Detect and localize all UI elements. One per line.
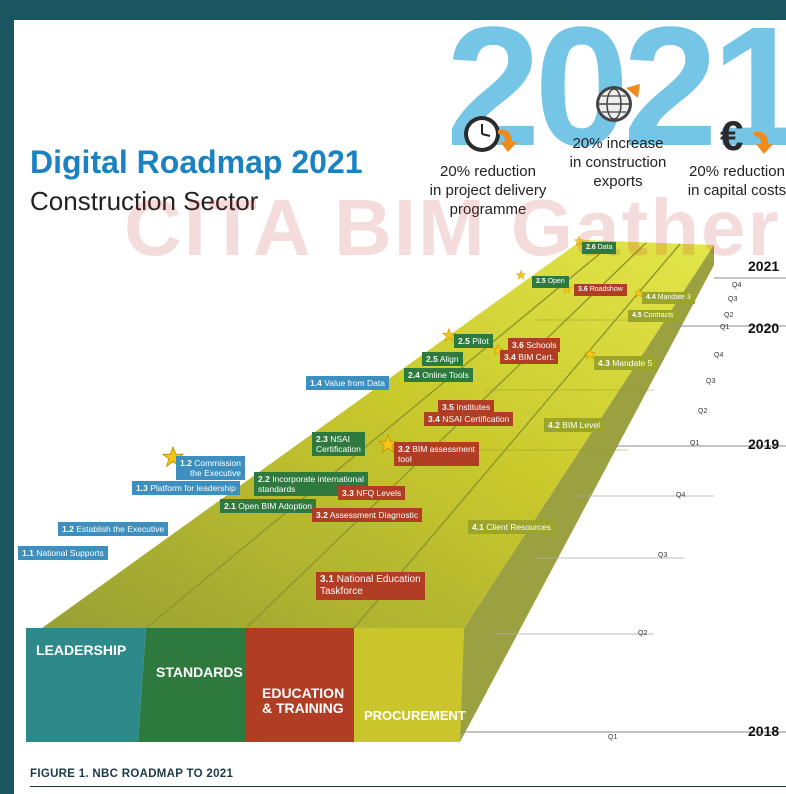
quarter-q2-2020: Q2 <box>698 408 708 415</box>
milestone-4-4: 4.4 Mandate 3 <box>642 292 695 304</box>
star-icon <box>442 328 456 342</box>
star-icon <box>516 270 526 280</box>
pillar-standards: STANDARDS <box>156 664 243 680</box>
quarter-q1-2021: Q1 <box>720 324 730 331</box>
star-icon <box>584 348 596 360</box>
milestone-2-4: 2.4 Online Tools <box>404 368 473 382</box>
pillar-leadership: LEADERSHIP <box>36 642 127 658</box>
quarter-q3-2020: Q3 <box>706 378 716 385</box>
year-2019: 2019 <box>748 436 780 452</box>
caption-rule <box>30 786 786 787</box>
milestone-1-4: 1.4 Value from Data <box>306 376 389 390</box>
page-subtitle: Construction Sector <box>30 186 259 216</box>
star-icon <box>574 236 584 246</box>
milestone-4-3: 4.3 Mandate 5 <box>594 356 657 370</box>
quarter-q1-2019: Q1 <box>608 734 618 741</box>
star-icon <box>378 434 398 454</box>
pillar-education: EDUCATION& TRAINING <box>262 685 345 716</box>
milestone-2-5-pilot: 2.5 Pilot <box>454 334 493 348</box>
milestone-3-2-assessment: 3.2 Assessment Diagnostic <box>312 508 423 522</box>
target-delivery: 20% reduction in project delivery progra… <box>429 163 547 218</box>
milestone-4-1: 4.1 Client Resources <box>468 520 555 534</box>
milestone-3-3: 3.3 NFQ Levels <box>338 486 406 500</box>
milestone-3-6-schools: 3.6 Schools <box>508 338 561 352</box>
milestone-3-4-nsai: 3.4 NSAI Certification <box>424 412 514 426</box>
quarter-q2-2021: Q2 <box>724 312 734 319</box>
quarter-q3-2021: Q3 <box>728 296 738 303</box>
milestone-3-6-roadshow: 3.6 Roadshow <box>574 284 627 296</box>
milestone-2-5-open: 2.5 Open <box>532 276 569 288</box>
year-2020: 2020 <box>748 320 780 336</box>
pillar-procurement: PROCUREMENT <box>364 708 466 723</box>
figure-caption: FIGURE 1. NBC ROADMAP TO 2021 <box>30 768 234 780</box>
year-2021: 2021 <box>748 258 780 274</box>
watermark: CITA BIM Gathering <box>124 183 786 272</box>
quarter-q4-2021: Q4 <box>732 282 742 289</box>
clock-icon <box>464 116 517 152</box>
milestone-2-5-align: 2.5 Align <box>422 352 463 366</box>
star-icon <box>634 288 644 298</box>
milestone-4-5: 4.5 Contracts <box>628 310 678 322</box>
milestone-3-4-bimcert: 3.4 BIM Cert. <box>500 350 559 364</box>
year-2018: 2018 <box>748 723 780 739</box>
milestone-1-3: 1.3 Platform for leadership <box>132 481 240 495</box>
milestone-2-6: 2.6 Data <box>582 242 617 254</box>
svg-text:€: € <box>720 114 743 159</box>
quarter-q3-2019: Q3 <box>658 552 668 559</box>
milestone-3-5: 3.5 Institutes <box>438 400 495 414</box>
euro-icon: € <box>720 114 773 159</box>
roadmap-figure: 2021 Digital Roadmap 2021 Construction S… <box>14 20 786 794</box>
target-capital-costs: 20% reduction in capital costs <box>687 163 786 199</box>
star-icon <box>492 344 504 356</box>
quarter-q4-2019: Q4 <box>676 492 686 499</box>
milestone-4-2: 4.2 BIM Level <box>544 418 604 432</box>
page-title: Digital Roadmap 2021 <box>30 144 363 180</box>
milestone-2-1: 2.1 Open BIM Adoption <box>220 499 316 513</box>
milestone-1-1: 1.1 National Supports <box>18 546 108 560</box>
milestone-1-2: 1.2 Establish the Executive <box>58 522 169 536</box>
star-icon <box>162 446 184 468</box>
quarter-q4-2020: Q4 <box>714 352 724 359</box>
target-exports: 20% increase in construction exports <box>569 135 667 190</box>
roadmap-ribbon <box>26 240 786 742</box>
quarter-q1-2020: Q1 <box>690 440 700 447</box>
globe-icon <box>596 84 640 122</box>
quarter-q2-2019: Q2 <box>638 630 648 637</box>
